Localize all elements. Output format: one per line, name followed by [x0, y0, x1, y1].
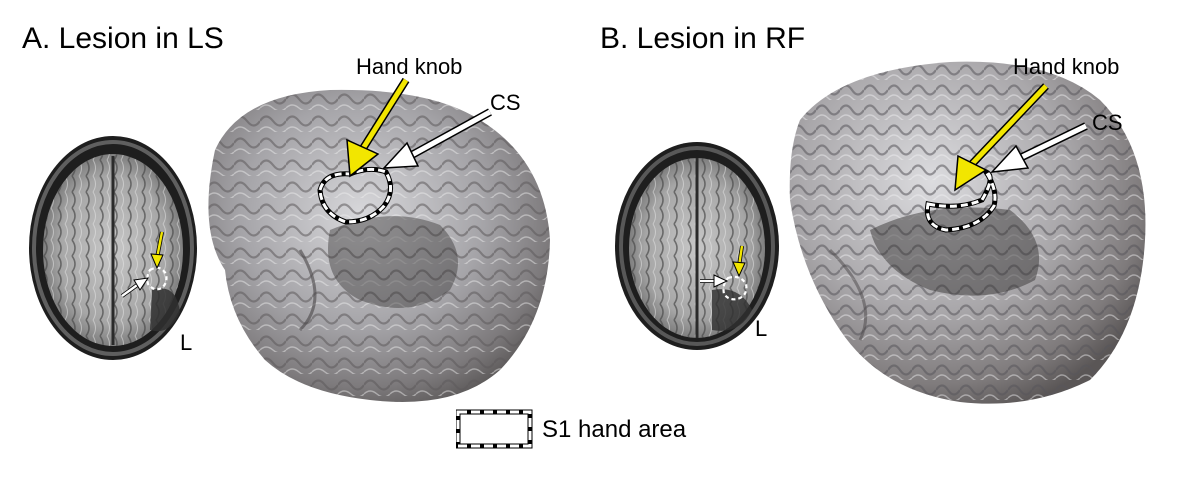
hand-area-outline-b: [925, 168, 997, 232]
mri-hand-knob-arrow-a: [150, 231, 164, 270]
brain-render-b: [789, 61, 1146, 404]
panel-a-title: A. Lesion in LS: [22, 22, 224, 55]
mri-hand-area-outline-b: [722, 275, 748, 301]
mri-cs-arrow-b: [700, 274, 729, 288]
mri-slice-a: [29, 136, 197, 360]
legend-label: S1 hand area: [542, 416, 687, 443]
cs-label-a: CS: [490, 90, 521, 115]
side-label-b: L: [755, 316, 768, 341]
panel-b-title: B. Lesion in RF: [600, 22, 806, 55]
hand-area-outline-a: [318, 167, 392, 224]
mri-hand-knob-arrow-b: [732, 245, 746, 278]
hand-knob-arrow-b: [954, 83, 1049, 192]
hand-knob-label-b: Hand knob: [1013, 54, 1120, 79]
legend-swatch: [455, 409, 533, 449]
cs-arrow-a: [382, 108, 492, 169]
mri-cs-arrow-a: [120, 277, 150, 298]
side-label-a: L: [180, 330, 193, 355]
brain-render-a: [208, 89, 550, 402]
hand-knob-label-a: Hand knob: [356, 54, 463, 79]
legend: S1 hand area: [455, 408, 716, 450]
hand-knob-arrow-a: [346, 77, 410, 178]
cs-arrow-b: [990, 122, 1088, 173]
mri-slice-b: [615, 142, 779, 350]
cs-label-b: CS: [1092, 110, 1123, 135]
